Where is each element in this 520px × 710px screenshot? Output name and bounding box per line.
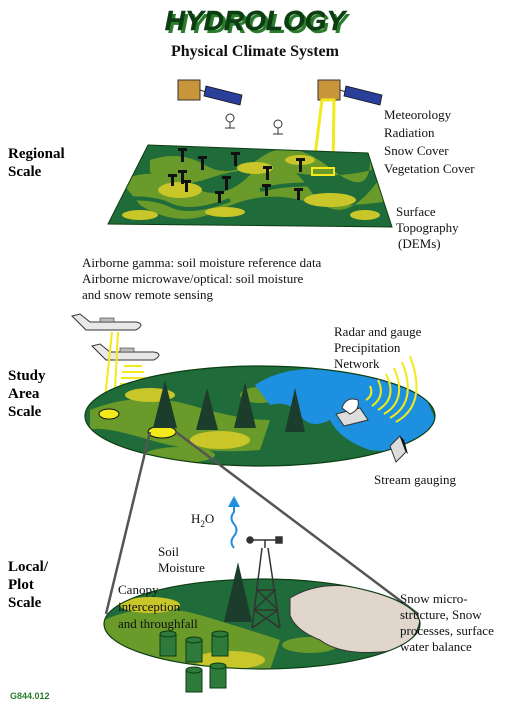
- topo-line-3: (DEMs): [398, 236, 441, 251]
- regional-stations: [168, 148, 305, 203]
- h2o-o: O: [205, 511, 214, 526]
- regional-scale-label: Regional Scale: [8, 146, 68, 180]
- study-trees: [153, 380, 305, 432]
- diagram-subtitle: Physical Climate System: [171, 43, 340, 60]
- topo-line-2: Topography: [396, 220, 459, 235]
- h2o-arrow-icon: [228, 496, 240, 549]
- soil-line-2: Moisture: [158, 560, 205, 575]
- snow-label: Snow micro- structure, Snow processes, s…: [400, 591, 497, 654]
- study-scale-line-1: Study: [8, 368, 46, 384]
- title-shadow: HYDROLOGY: [168, 8, 351, 39]
- airborne-line-2: Airborne microwave/optical: soil moistur…: [82, 271, 304, 286]
- topo-label: Surface Topography (DEMs): [396, 204, 462, 251]
- local-tree: [224, 562, 252, 622]
- local-scale-line-2: Plot: [8, 577, 34, 593]
- h2o-h: H: [191, 511, 200, 526]
- radar-dish-icon: [335, 398, 369, 427]
- local-scale-label: Local/ Plot Scale: [8, 559, 52, 611]
- study-scale-line-3: Scale: [8, 404, 42, 420]
- zoom-line-left: [104, 431, 152, 615]
- radar-line-2: Precipitation: [334, 340, 401, 355]
- aircraft-lower-icon: [91, 343, 160, 361]
- met-line-2: Radiation: [384, 125, 435, 140]
- met-line-3: Snow Cover: [384, 143, 449, 158]
- radar-line-3: Network: [334, 356, 380, 371]
- airborne-line-3: and snow remote sensing: [82, 287, 214, 302]
- met-label: Meteorology Radiation Snow Cover Vegetat…: [384, 107, 475, 176]
- snow-line-3: processes, surface: [400, 623, 494, 638]
- met-line-1: Meteorology: [384, 107, 452, 122]
- canopy-line-2: interception: [118, 599, 181, 614]
- local-scale-line-3: Scale: [8, 595, 42, 611]
- radar-line-1: Radar and gauge: [334, 324, 422, 339]
- study-scale-line-2: Area: [8, 386, 40, 402]
- regional-terrain-map: [107, 144, 393, 228]
- zoom-line-right: [175, 431, 419, 615]
- h2o-sub: 2: [200, 519, 205, 529]
- regional-scale-line-2: Scale: [8, 164, 42, 180]
- airborne-label: Airborne gamma: soil moisture reference …: [82, 255, 325, 302]
- radar-waves: [365, 355, 418, 423]
- met-tower-icon: [246, 536, 283, 629]
- h2o-label: H2O: [191, 511, 214, 529]
- aircraft-footprint-left: [98, 408, 120, 420]
- snow-line-2: structure, Snow: [400, 607, 482, 622]
- study-scale-label: Study Area Scale: [8, 368, 49, 420]
- soil-moisture-label: Soil Moisture: [158, 544, 205, 575]
- regional-scale-line-1: Regional: [8, 146, 65, 162]
- canopy-label: Canopy interception and throughfall: [118, 582, 198, 631]
- soil-line-1: Soil: [158, 544, 179, 559]
- snow-line-4: water balance: [400, 639, 472, 654]
- canopy-line-1: Canopy: [118, 582, 159, 597]
- stream-gauge-icon: [389, 435, 408, 463]
- balloon-right-icon: [273, 119, 283, 135]
- met-line-4: Vegetation Cover: [384, 161, 475, 176]
- study-area-disc: [84, 365, 436, 467]
- soil-moisture-probes: [159, 630, 229, 693]
- aircraft-upper-icon: [71, 313, 142, 331]
- figure-code: G844.012: [10, 691, 50, 701]
- airborne-line-1: Airborne gamma: soil moisture reference …: [82, 255, 322, 270]
- stream-gauging-label: Stream gauging: [374, 472, 456, 487]
- beam-footprint: [311, 167, 335, 176]
- satellite-left-icon: [177, 79, 243, 106]
- canopy-line-3: and throughfall: [118, 616, 198, 631]
- diagram-title: HYDROLOGY: [165, 5, 348, 36]
- topo-line-1: Surface: [396, 204, 436, 219]
- satellite-right-icon: [317, 79, 383, 106]
- balloon-left-icon: [225, 113, 235, 129]
- local-scale-line-1: Local/: [8, 559, 49, 575]
- snow-line-1: Snow micro-: [400, 591, 468, 606]
- radar-label: Radar and gauge Precipitation Network: [334, 324, 425, 371]
